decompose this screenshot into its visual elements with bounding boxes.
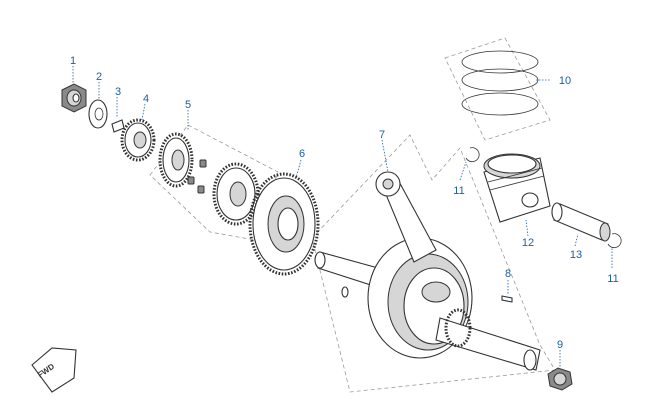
drive-sprocket-part[interactable] [120,118,156,162]
ring-set-outline [444,37,551,141]
callout-8[interactable]: 8 [505,268,511,280]
callout-9[interactable]: 9 [557,339,563,351]
callout-7[interactable]: 7 [379,129,385,141]
piston-pin-part[interactable] [551,202,611,242]
washer-part[interactable] [88,99,108,129]
piston-pin-clip-right-part[interactable] [607,233,622,248]
large-drive-gear-part[interactable] [248,172,320,276]
primary-gear-assembly-part[interactable] [158,132,260,226]
crank-nut-part[interactable] [547,367,573,391]
forward-direction-badge: FWD [31,347,77,393]
piston-pin-clip-left-part[interactable] [465,147,480,162]
callout-11-right[interactable]: 11 [607,273,618,285]
callout-10[interactable]: 10 [559,75,571,87]
leader-lines [72,66,613,368]
callout-6[interactable]: 6 [299,148,305,160]
callout-labels: 1 2 3 4 5 6 7 8 9 10 11 11 12 13 [70,55,619,351]
crank-key-part[interactable] [501,295,513,303]
crankshaft-group-outline [311,134,556,393]
callout-2[interactable]: 2 [96,71,102,83]
piston-ring-set-part[interactable] [461,50,539,116]
crankshaft-connecting-rod-part[interactable] [314,171,541,371]
callout-13[interactable]: 13 [570,249,582,261]
piston-part[interactable] [483,153,551,223]
woodruff-key-part[interactable] [111,119,125,133]
gear-group-outline [149,124,279,241]
callout-11-left[interactable]: 11 [453,185,464,197]
flange-nut-part[interactable] [61,83,87,113]
callout-1[interactable]: 1 [70,55,76,67]
callout-3[interactable]: 3 [115,86,121,98]
callout-4[interactable]: 4 [143,93,149,105]
callout-12[interactable]: 12 [522,237,534,249]
callout-5[interactable]: 5 [185,99,191,111]
